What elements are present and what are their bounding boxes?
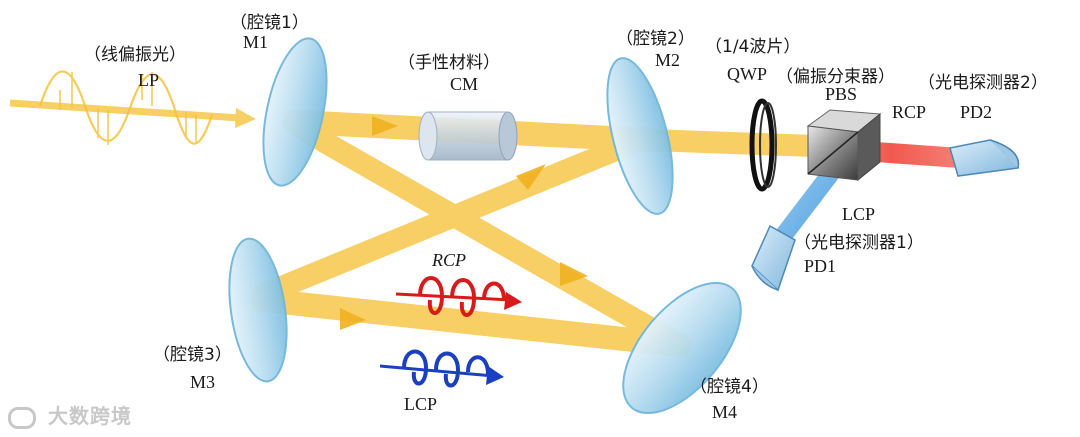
beam-m1-m4 xyxy=(289,117,691,356)
cm-cn-label: （手性材料） xyxy=(398,53,500,73)
photodetector-1 xyxy=(751,224,796,292)
lp-label: LP xyxy=(138,70,160,90)
pd2-label: PD2 xyxy=(960,102,993,122)
m3-label: M3 xyxy=(190,372,216,392)
beam-m2-pbs xyxy=(649,129,816,157)
pbs-label: PBS xyxy=(825,84,858,104)
mirror-m2 xyxy=(606,57,674,215)
pd2-cn-label: （光电探测器2） xyxy=(918,73,1048,93)
chiral-material-cylinder xyxy=(418,111,518,161)
photodetector-2 xyxy=(949,139,1020,177)
lcp-output-beam xyxy=(772,162,843,246)
rcp-mid-label: RCP xyxy=(432,250,466,270)
pbs-cn-label: （偏振分束器） xyxy=(776,67,895,87)
watermark-icon xyxy=(8,406,36,429)
rcp-right-label: RCP xyxy=(892,102,927,122)
rcp-spiral-icon xyxy=(395,276,522,317)
m1-label: M1 xyxy=(243,32,269,52)
watermark-text: 大数跨境 xyxy=(47,404,132,428)
pd1-label: PD1 xyxy=(804,256,837,276)
m3-cn-label: （腔镜3） xyxy=(153,345,232,365)
quarter-wave-plate xyxy=(749,98,777,192)
lcp-mid-label: LCP xyxy=(404,394,438,414)
qwp-cn-label: （1/4波片） xyxy=(705,37,801,57)
mirror-m3 xyxy=(228,237,288,383)
input-arrowhead xyxy=(235,108,256,128)
m4-label: M4 xyxy=(712,402,738,422)
input-beam xyxy=(9,99,241,122)
lcp-right-label: LCP xyxy=(842,204,876,224)
mirror-m4 xyxy=(622,281,742,415)
beam-m2-m3 xyxy=(251,127,656,306)
m1-cn-label: （腔镜1） xyxy=(230,13,309,33)
linear-polarized-wave-icon xyxy=(38,70,214,145)
beam-m3-m4 xyxy=(250,288,692,357)
beam-direction-arrows xyxy=(340,116,588,330)
watermark-logo: 大数跨境 xyxy=(8,400,132,429)
m2-label: M2 xyxy=(655,50,681,70)
lcp-spiral-icon xyxy=(379,349,504,388)
lp-cn-label: （线偏振光） xyxy=(84,45,186,65)
qwp-label: QWP xyxy=(727,64,767,84)
polarizing-beam-splitter-cube xyxy=(806,109,882,182)
m2-cn-label: （腔镜2） xyxy=(616,29,695,49)
m4-cn-label: （腔镜4） xyxy=(690,377,769,397)
cm-label: CM xyxy=(450,74,479,94)
pd1-cn-label: （光电探测器1） xyxy=(794,233,924,253)
mirror-m1 xyxy=(262,37,328,187)
